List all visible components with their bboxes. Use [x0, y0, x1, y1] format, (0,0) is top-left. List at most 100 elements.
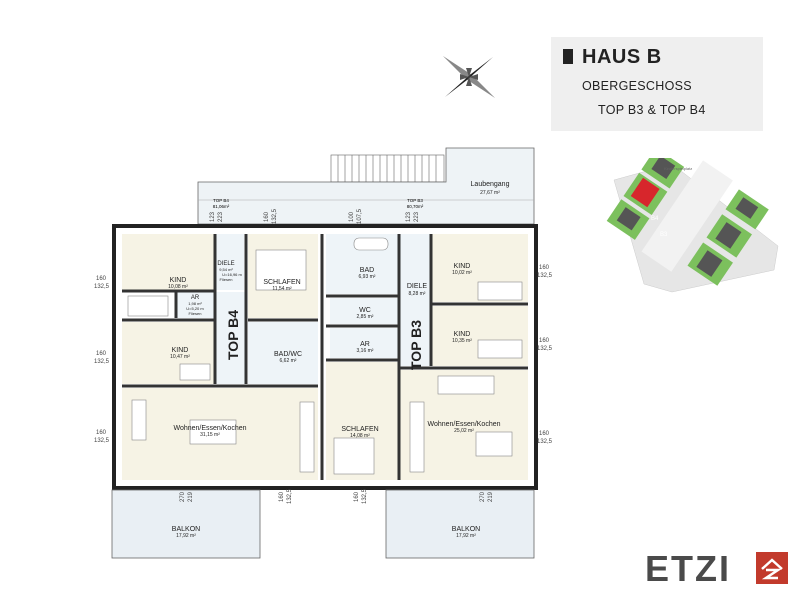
kind-b4-2-area: 10,47 m² — [170, 354, 190, 360]
b3-tag-name: TOP B3 — [407, 198, 423, 203]
stairs — [330, 154, 445, 183]
balkon-b3-area: 17,92 m² — [456, 533, 476, 539]
wohnen-b4-area: 31,15 m² — [200, 432, 220, 438]
b4-tag-name: TOP B4 — [213, 198, 229, 203]
balkon-b4-area: 17,92 m² — [176, 533, 196, 539]
site-b3-label: B3 — [660, 232, 668, 238]
bad-b3-name: BAD — [360, 267, 374, 274]
room-diele-b4 — [216, 234, 244, 290]
bad-wc-b4-name: BAD/WC — [274, 351, 302, 358]
dim-right-3a: 160 — [539, 431, 550, 437]
diele-b3-area: 8,28 m² — [409, 291, 426, 297]
dim-bot-4a: 270 — [480, 491, 486, 502]
ar-b4-extra2: Fliesen — [189, 311, 202, 316]
b3-tag-area: 80,70m² — [407, 204, 424, 209]
dim-bot-3b: 132,5 — [362, 488, 368, 504]
brand-logo: ETZI — [645, 548, 731, 589]
diele-b4-extra: U=16,96 m — [222, 272, 242, 277]
dim-left-3b: 132,5 — [94, 438, 110, 444]
title-text: HAUS B — [582, 46, 662, 68]
page-title: HAUS B — [563, 46, 662, 69]
dim-top-1b: 132,5 — [272, 208, 278, 224]
dim-top-3b: 223 — [218, 211, 224, 222]
dim-left-1b: 132,5 — [94, 284, 110, 290]
kind-b3-2-area: 10,35 m² — [452, 338, 472, 344]
compass-rose-icon — [443, 56, 495, 98]
ar-b4-area: 1,98 m² — [188, 301, 202, 306]
dim-bot-3a: 160 — [354, 491, 360, 502]
dim-right-2a: 160 — [539, 338, 550, 344]
room-ar-b3 — [330, 328, 398, 358]
laubengang-area-label: 27,67 m² — [480, 190, 500, 196]
site-road-label: Kinderspielplatz — [664, 166, 692, 171]
dim-bot-4b: 219 — [488, 491, 494, 502]
kind-b4-2-name: KIND — [172, 347, 189, 354]
room-kind-b4-1 — [122, 234, 214, 290]
schlafen-b4-name: SCHLAFEN — [263, 279, 300, 286]
interior-walls — [122, 234, 528, 480]
schlafen-b4-area: 11,54 m² — [272, 286, 292, 292]
dim-right-1b: 132,5 — [537, 273, 553, 279]
dim-left-1a: 160 — [96, 276, 107, 282]
dim-bot-2b: 132,5 — [287, 488, 293, 504]
dim-bot-2a: 160 — [279, 491, 285, 502]
balcony-b3 — [385, 489, 535, 559]
room-wc-b3 — [330, 298, 398, 324]
dim-right-3b: 132,5 — [537, 439, 553, 445]
bad-wc-b4-area: 6,62 m² — [280, 358, 297, 364]
diele-b4-extra2: Fliesen — [220, 277, 233, 282]
dim-bot-1b: 219 — [188, 491, 194, 502]
dim-top-4a: 123 — [406, 211, 412, 222]
ar-b3-name: AR — [360, 341, 370, 348]
kind-b3-1-area: 10,02 m² — [452, 270, 472, 276]
site-b4-label: B4 — [651, 216, 659, 222]
balcony-b4 — [111, 489, 261, 559]
dim-top-2b: 107,5 — [357, 208, 363, 224]
dim-right-1a: 160 — [539, 265, 550, 271]
top-b4-label: TOP B4 — [225, 310, 241, 360]
diele-b3-name: DIELE — [407, 283, 428, 290]
laubengang-name: Laubengang — [471, 181, 510, 188]
title-panel — [551, 37, 763, 131]
ar-b4-name: AR — [191, 295, 200, 301]
kind-b4-1-name: KIND — [170, 277, 187, 284]
room-ar-b4 — [176, 292, 214, 318]
kind-b3-1-name: KIND — [454, 263, 471, 270]
dim-top-2a: 100 — [349, 211, 355, 222]
diele-b4-name: DIELE — [217, 261, 234, 267]
schlafen-b3-name: SCHLAFEN — [341, 426, 378, 433]
wohnen-b3-name: Wohnen/Essen/Kochen — [427, 421, 500, 428]
units-label: TOP B3 & TOP B4 — [598, 103, 706, 117]
site-plan: Kinderspielplatz B4 B3 — [606, 158, 779, 293]
wohnen-b3-area: 25,02 m² — [454, 428, 474, 434]
title-square-icon — [563, 49, 573, 64]
bad-b3-area: 6,93 m² — [359, 274, 376, 280]
balkon-b4-name: BALKON — [172, 526, 200, 533]
schlafen-b3-area: 14,08 m² — [350, 433, 370, 439]
room-diele-b3 — [400, 234, 430, 366]
kind-b4-1-area: 10,08 m² — [168, 284, 188, 290]
top-b3-label: TOP B3 — [408, 320, 424, 370]
wohnen-b4-name: Wohnen/Essen/Kochen — [173, 425, 246, 432]
dim-top-3a: 123 — [210, 211, 216, 222]
b4-tag-area: 81,06m² — [213, 204, 230, 209]
ar-b4-extra: U=5,20 m — [186, 306, 204, 311]
dim-right-2b: 132,5 — [537, 346, 553, 352]
room-bad-wc-b4 — [248, 322, 318, 384]
dim-bot-1a: 270 — [180, 491, 186, 502]
dim-left-2b: 132,5 — [94, 359, 110, 365]
balkon-b3-name: BALKON — [452, 526, 480, 533]
dim-left-3a: 160 — [96, 430, 107, 436]
wc-b3-name: WC — [359, 307, 371, 314]
wc-b3-area: 2,85 m² — [357, 314, 374, 320]
dim-top-4b: 223 — [414, 211, 420, 222]
floor-label: OBERGESCHOSS — [582, 79, 692, 93]
furniture — [127, 237, 523, 475]
diele-b4-area: 9,54 m² — [219, 267, 233, 272]
kind-b3-2-name: KIND — [454, 331, 471, 338]
ar-b3-area: 3,16 m² — [357, 348, 374, 354]
brand-mark-icon — [756, 552, 788, 584]
dim-left-2a: 160 — [96, 351, 107, 357]
dim-top-1a: 160 — [264, 211, 270, 222]
